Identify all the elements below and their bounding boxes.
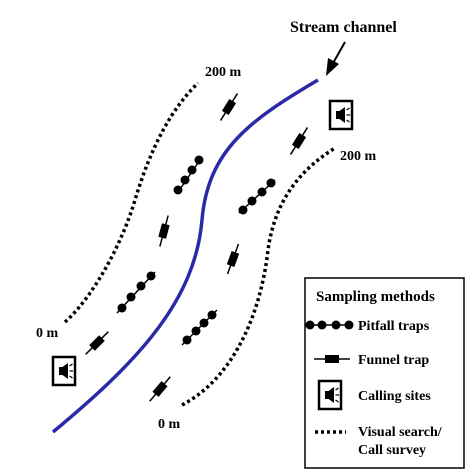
pitfall-trap-array-2 xyxy=(238,178,276,215)
stream-arrow-icon xyxy=(326,41,346,76)
distance-label-top-right: 200 m xyxy=(340,149,377,164)
stream-channel-line xyxy=(51,78,319,434)
funnel-trap-2 xyxy=(289,127,309,155)
funnel-trap-6 xyxy=(149,376,171,402)
survey-transect-right xyxy=(181,146,336,407)
legend-funnel-label: Funnel trap xyxy=(358,353,429,368)
legend: Sampling methods Pitfall traps Funnel tr… xyxy=(304,277,465,469)
legend-visual-label-line2: Call survey xyxy=(358,443,426,458)
distance-label-left-zero: 0 m xyxy=(36,326,59,341)
legend-calling-site-icon xyxy=(317,379,343,411)
funnel-trap-4 xyxy=(226,243,240,275)
funnel-trap-1 xyxy=(219,93,239,121)
stream-channel-label: Stream channel xyxy=(290,19,397,36)
pitfall-trap-array-4 xyxy=(181,309,218,346)
legend-calling-label: Calling sites xyxy=(358,389,431,404)
funnel-trap-5 xyxy=(85,331,109,355)
distance-label-bottom-zero: 0 m xyxy=(158,417,181,432)
distance-label-top-left: 200 m xyxy=(205,65,242,80)
funnel-trap-3 xyxy=(158,215,170,247)
legend-pitfall-trap-icon xyxy=(305,320,354,330)
calling-site-speaker-icon xyxy=(328,99,354,131)
legend-funnel-trap-icon xyxy=(314,355,350,363)
pitfall-trap-array-3 xyxy=(116,271,156,314)
calling-site-speaker-icon xyxy=(51,355,77,387)
legend-title: Sampling methods xyxy=(316,289,435,305)
survey-transect-left xyxy=(63,81,200,324)
legend-box xyxy=(304,277,465,469)
legend-pitfall-label: Pitfall traps xyxy=(358,319,430,334)
legend-visual-label-line1: Visual search/ xyxy=(358,425,443,440)
pitfall-trap-array-1 xyxy=(173,155,204,195)
